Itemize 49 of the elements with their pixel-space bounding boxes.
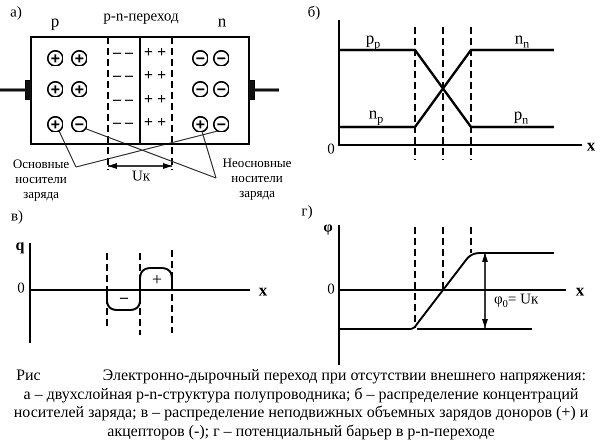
panel-label: г) xyxy=(301,204,313,220)
charge-sign-label: + xyxy=(152,270,162,288)
leader-line xyxy=(86,128,216,179)
panel-label: б) xyxy=(308,6,320,20)
plus-circle-icon xyxy=(70,50,88,66)
plus-circle-icon xyxy=(46,80,64,98)
dimension-label: Uк xyxy=(132,170,150,184)
minus-circle-icon xyxy=(192,80,208,98)
charge-sign-label: + + xyxy=(144,92,166,108)
panel-label: в) xyxy=(10,210,24,224)
charge-sign-label: + + xyxy=(144,115,166,131)
dimension-label: φ$_{0}$= Uк xyxy=(494,292,538,308)
minus-circle-icon xyxy=(212,50,230,66)
region-label: p-n-переход xyxy=(103,10,179,24)
axis-label: x xyxy=(258,282,268,298)
semiconductor-block xyxy=(30,36,250,145)
charge-sign-label: + + xyxy=(144,45,166,61)
annotation-label: Основные носители заряда xyxy=(6,156,76,201)
leader-line xyxy=(202,132,217,178)
axis-label: q xyxy=(16,238,24,254)
figure-caption: Рис Электронно-дырочный переход при отсутствии внешнего напряжения: а – двухслойная p-n-структура полупроводника; б – распределение концентраций носителей заряда; в – распределение неподвижных объемных зарядов доноров (+) и акцепторов (-); г – потенциальный барьер в p-n-переходе xyxy=(12,367,590,441)
charge-sign-label: – – xyxy=(113,92,133,108)
axis-tick-label: 0 xyxy=(327,142,335,158)
minus-circle-icon xyxy=(212,116,230,132)
minus-circle-icon xyxy=(212,80,230,98)
charge-sign-label: – – xyxy=(113,68,133,84)
axis-tick-label: 0 xyxy=(327,282,335,298)
panel-label: а) xyxy=(10,6,22,20)
charge-sign-label: – xyxy=(120,290,128,306)
axis-label: x xyxy=(586,136,596,154)
annotation-label: Неосновные носители заряда xyxy=(216,155,298,200)
curve-label: n$_{n}$ xyxy=(514,30,530,46)
charge-sign-label: + + xyxy=(144,68,166,84)
region-label: p xyxy=(50,12,60,30)
plus-circle-icon xyxy=(46,50,64,66)
region-label: n xyxy=(218,12,226,30)
plus-circle-icon xyxy=(192,116,208,132)
minus-circle-icon xyxy=(192,50,208,66)
leader-line xyxy=(76,130,217,168)
axis-label: φ xyxy=(323,220,333,236)
minus-circle-icon xyxy=(70,116,88,132)
charge-sign-label: – – xyxy=(113,115,133,131)
axis-tick-label: 0 xyxy=(17,282,25,296)
curve-label: p$_{n}$ xyxy=(514,106,528,122)
plus-circle-icon xyxy=(46,116,64,132)
axis-label: x xyxy=(576,282,584,298)
charge-sign-label: – – xyxy=(113,45,133,61)
leader-line xyxy=(58,131,76,168)
plus-circle-icon xyxy=(70,80,88,98)
